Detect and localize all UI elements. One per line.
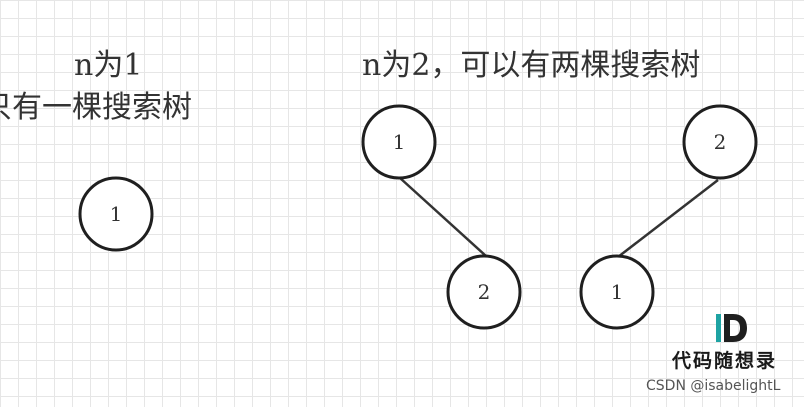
tree1-child-label: 2 — [478, 280, 491, 304]
right-title: n为2，可以有两棵搜索树 — [362, 48, 701, 83]
left-tree-root-label: 1 — [110, 202, 123, 226]
tree2-root-label: 2 — [714, 130, 727, 154]
watermark-logo-icon — [716, 314, 747, 342]
tree1-root-label: 1 — [393, 130, 406, 154]
left-title: n为1 — [74, 48, 143, 83]
tree1-root-node: 1 — [361, 104, 437, 180]
tree2-edge — [617, 179, 719, 258]
left-subtitle: 只有一棵搜索树 — [0, 90, 192, 125]
tree1-edge — [399, 177, 487, 257]
watermark-credit: CSDN @isabelightL — [646, 378, 781, 394]
tree1-child-node: 2 — [446, 254, 522, 330]
tree2-child-node: 1 — [579, 254, 655, 330]
watermark-name: 代码随想录 — [672, 350, 778, 372]
left-tree-root-node: 1 — [78, 176, 154, 252]
tree2-child-label: 1 — [611, 280, 624, 304]
tree2-root-node: 2 — [682, 104, 758, 180]
